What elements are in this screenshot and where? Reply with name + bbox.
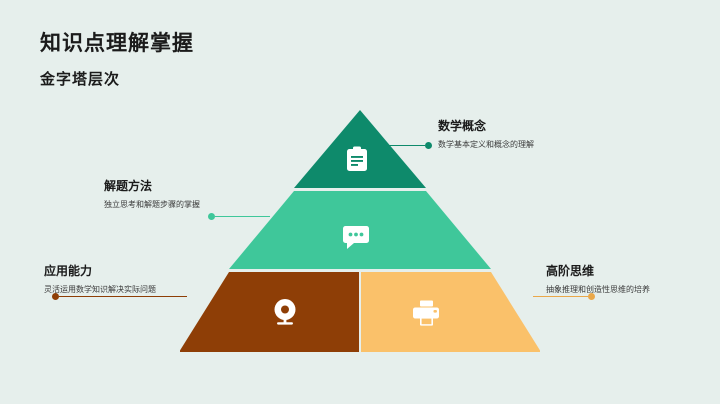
connector-apply bbox=[52, 292, 187, 301]
callout-concept-title: 数学概念 bbox=[438, 119, 487, 133]
connector-dot bbox=[208, 213, 215, 220]
pyramid-tier-bottom-right bbox=[361, 272, 540, 352]
callout-concept: 数学概念 数学基本定义和概念的理解 bbox=[438, 117, 613, 151]
connector-concept bbox=[382, 141, 432, 150]
connector-line bbox=[215, 216, 270, 217]
callout-concept-description: 数学基本定义和概念的理解 bbox=[438, 140, 534, 149]
connector-dot bbox=[425, 142, 432, 149]
connector-think bbox=[533, 292, 595, 301]
connector-line bbox=[533, 296, 588, 297]
connector-line bbox=[382, 145, 425, 146]
callout-method-title: 解题方法 bbox=[104, 179, 153, 193]
callout-method-description: 独立思考和解题步骤的掌握 bbox=[104, 200, 200, 209]
callout-apply-title: 应用能力 bbox=[44, 264, 93, 278]
callout-think-title: 高阶思维 bbox=[546, 264, 595, 278]
connector-method bbox=[208, 212, 270, 221]
callout-think-description: 抽象推理和创造性思维的培养 bbox=[546, 285, 650, 294]
page-title: 知识点理解掌握 bbox=[40, 32, 194, 55]
callout-apply-description: 灵活运用数学知识解决实际问题 bbox=[44, 285, 156, 294]
page-subtitle: 金字塔层次 bbox=[40, 71, 121, 88]
callout-method: 解题方法 独立思考和解题步骤的掌握 bbox=[104, 177, 264, 211]
connector-dot bbox=[52, 293, 59, 300]
connector-line bbox=[59, 296, 187, 297]
callout-apply: 应用能力 灵活运用数学知识解决实际问题 bbox=[44, 262, 184, 296]
callout-think: 高阶思维 抽象推理和创造性思维的培养 bbox=[546, 262, 686, 296]
pyramid-tier-middle bbox=[229, 191, 491, 269]
pyramid-tier-bottom-left bbox=[180, 272, 359, 352]
connector-dot bbox=[588, 293, 595, 300]
